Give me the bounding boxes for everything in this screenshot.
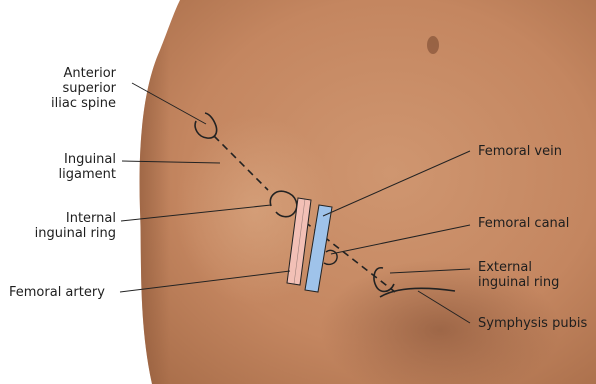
label-asis-line-2: superior [51,81,116,96]
label-asis-line-1: Anterior [51,66,116,81]
label-internal-ring-line-1: Internal [35,211,116,226]
label-internal-ring-line-2: inguinal ring [35,226,116,241]
label-femoral-vein: Femoral vein [478,144,562,159]
label-femoral-artery: Femoral artery [9,285,105,300]
label-inguinal-ligament-line-1: Inguinal [59,152,116,167]
label-external-inguinal-ring: External inguinal ring [478,260,559,290]
umbilicus [427,36,439,54]
label-symphysis-pubis: Symphysis pubis [478,316,587,331]
label-external-ring-line-1: External [478,260,559,275]
label-symphysis-pubis-line-1: Symphysis pubis [478,316,587,331]
label-anterior-superior-iliac-spine: Anterior superior iliac spine [51,66,116,111]
label-femoral-vein-line-1: Femoral vein [478,144,562,159]
label-femoral-canal: Femoral canal [478,216,569,231]
label-internal-inguinal-ring: Internal inguinal ring [35,211,116,241]
label-inguinal-ligament: Inguinal ligament [59,152,116,182]
label-external-ring-line-2: inguinal ring [478,275,559,290]
label-femoral-canal-line-1: Femoral canal [478,216,569,231]
label-asis-line-3: iliac spine [51,96,116,111]
label-inguinal-ligament-line-2: ligament [59,167,116,182]
label-femoral-artery-line-1: Femoral artery [9,285,105,300]
